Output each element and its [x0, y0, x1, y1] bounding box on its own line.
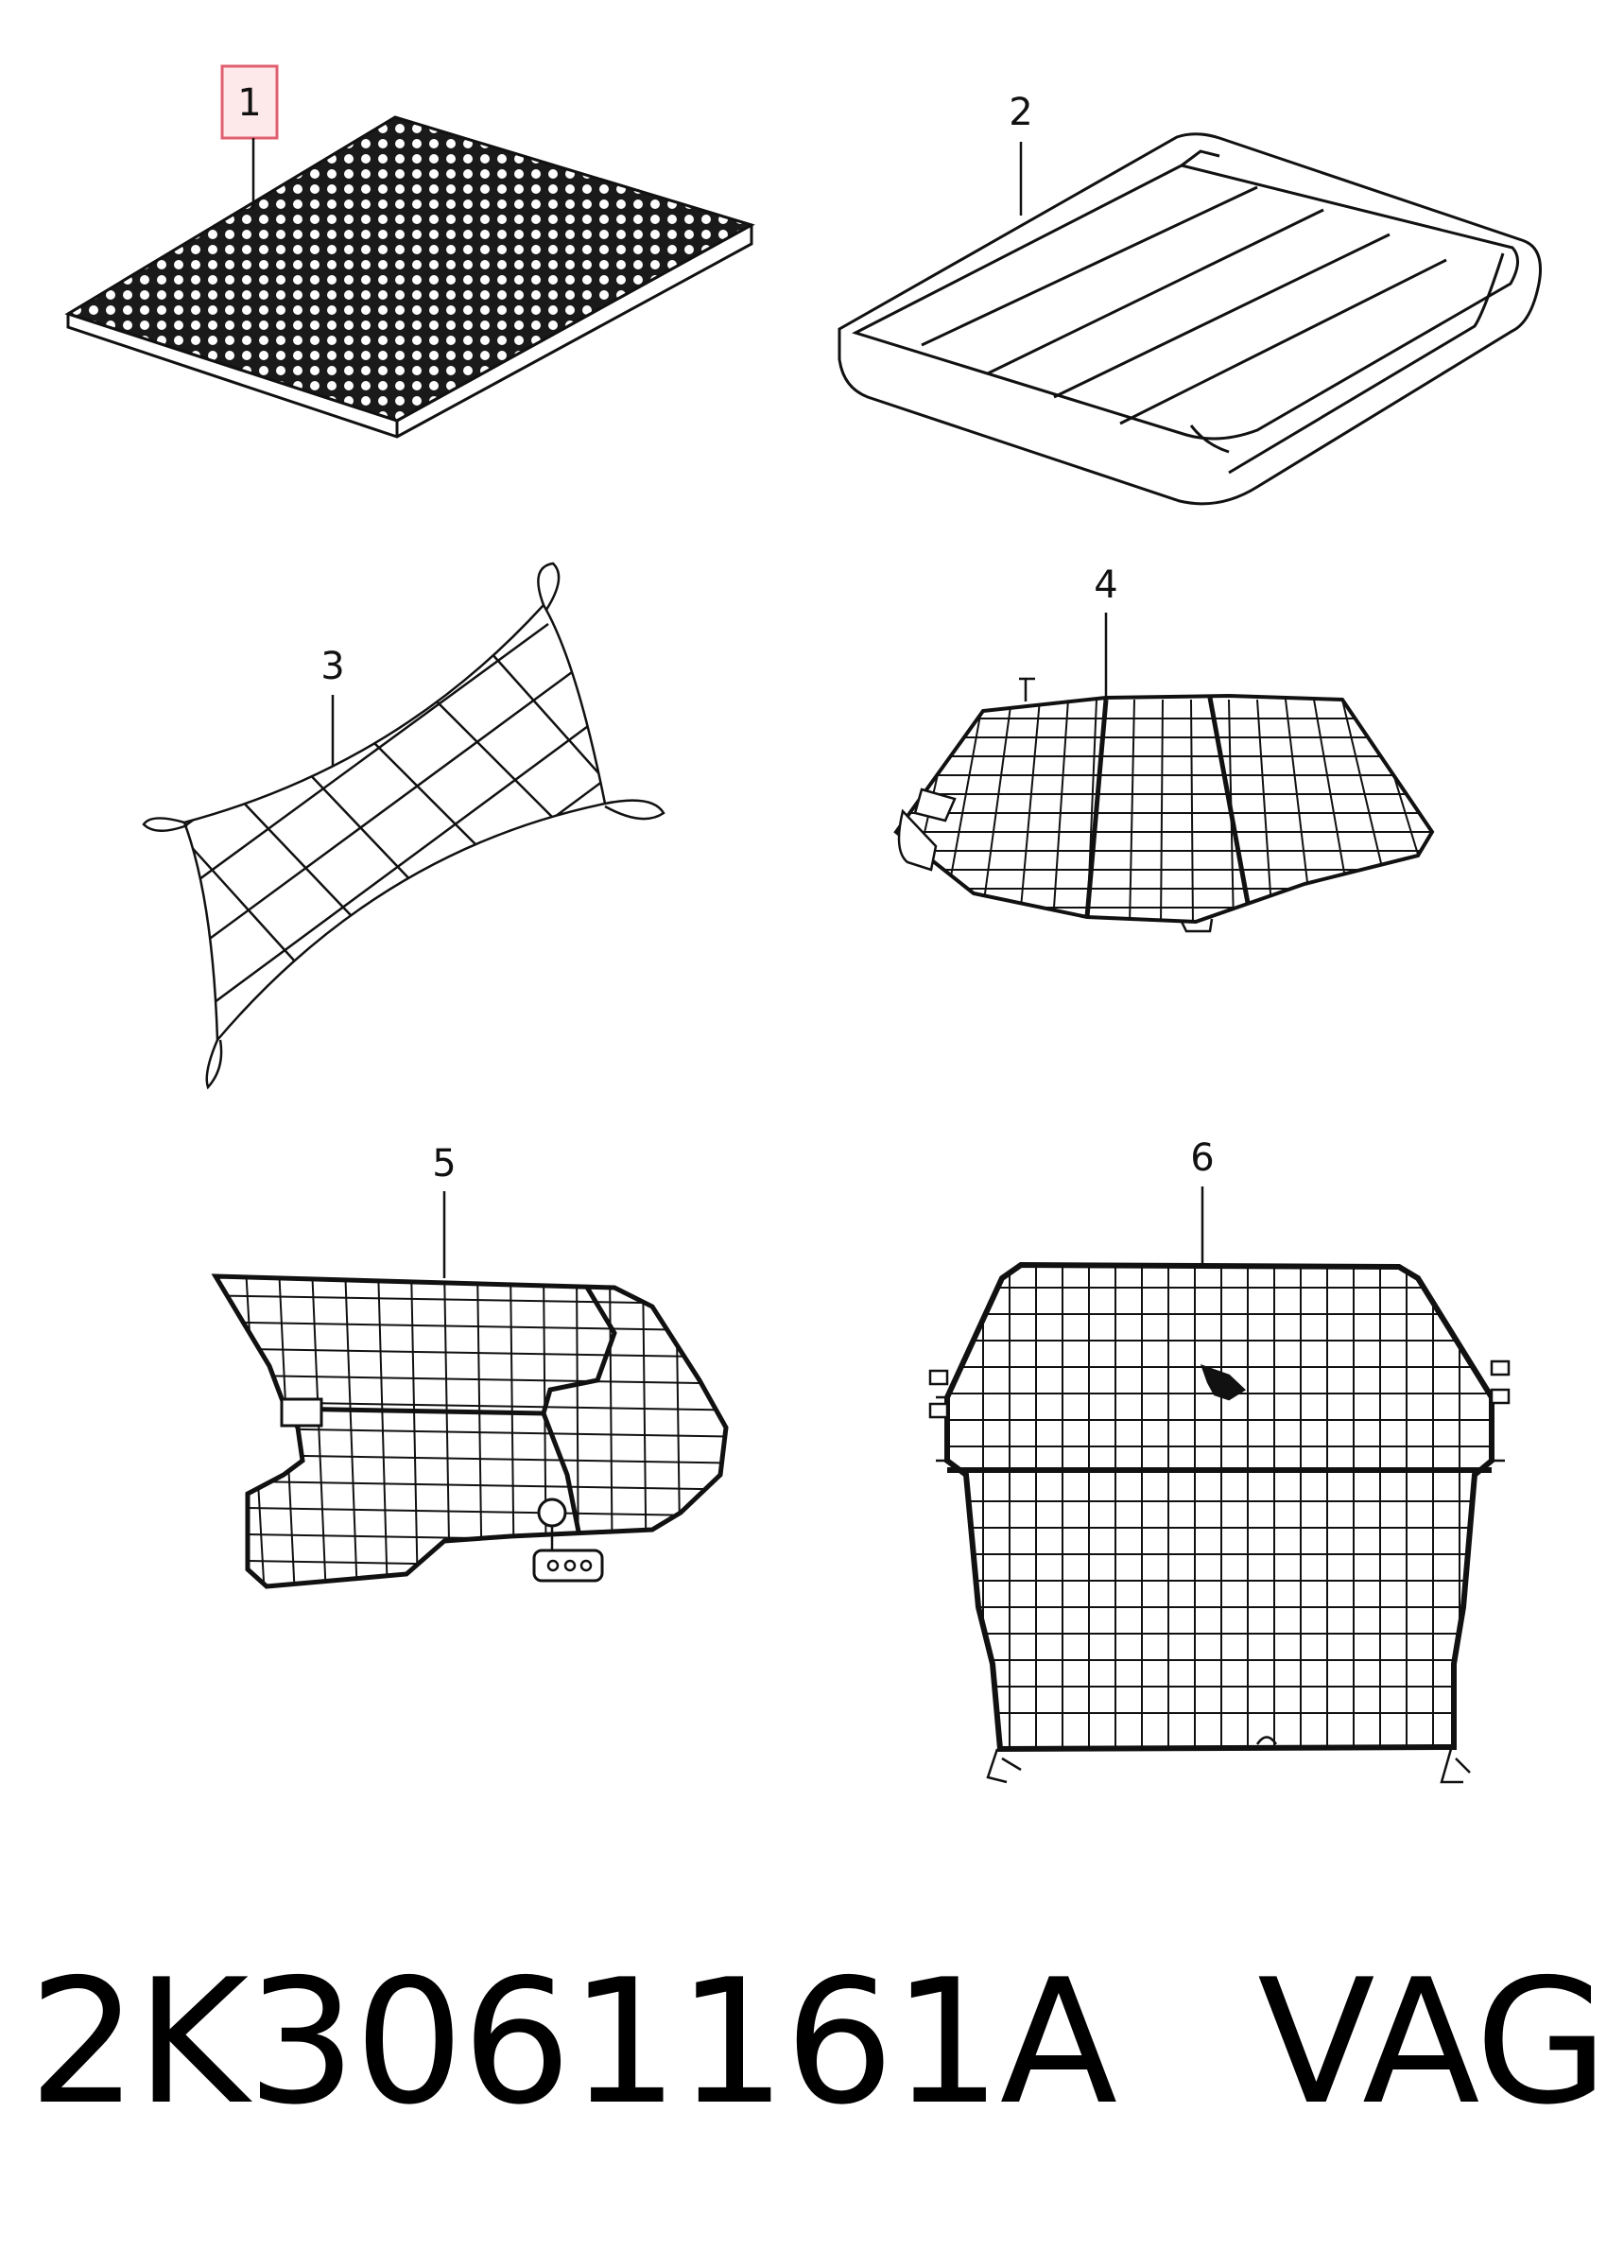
part-4-grid-illustration: [893, 677, 1435, 933]
part-caption: 2K3061161A VAG: [28, 1929, 1608, 2155]
part-2-tray-illustration: [838, 132, 1542, 506]
part-number-label: 2K3061161A: [28, 1942, 1117, 2142]
manufacturer-label: VAG: [1257, 1942, 1608, 2142]
part-5-grid-illustration: [211, 1273, 729, 1589]
part-2-number[interactable]: 2: [1009, 91, 1032, 134]
part-6-number[interactable]: 6: [1190, 1136, 1214, 1180]
part-1-mat-illustration: [64, 115, 755, 439]
part-5-number[interactable]: 5: [432, 1142, 456, 1186]
part-3-net-illustration: [142, 562, 665, 1090]
part-4-number[interactable]: 4: [1094, 563, 1117, 607]
part-1-number[interactable]: 1: [237, 81, 261, 125]
part-1-highlight-box: [220, 64, 279, 140]
part-3-number[interactable]: 3: [320, 645, 344, 688]
part-6-grid-illustration: [928, 1261, 1511, 1784]
